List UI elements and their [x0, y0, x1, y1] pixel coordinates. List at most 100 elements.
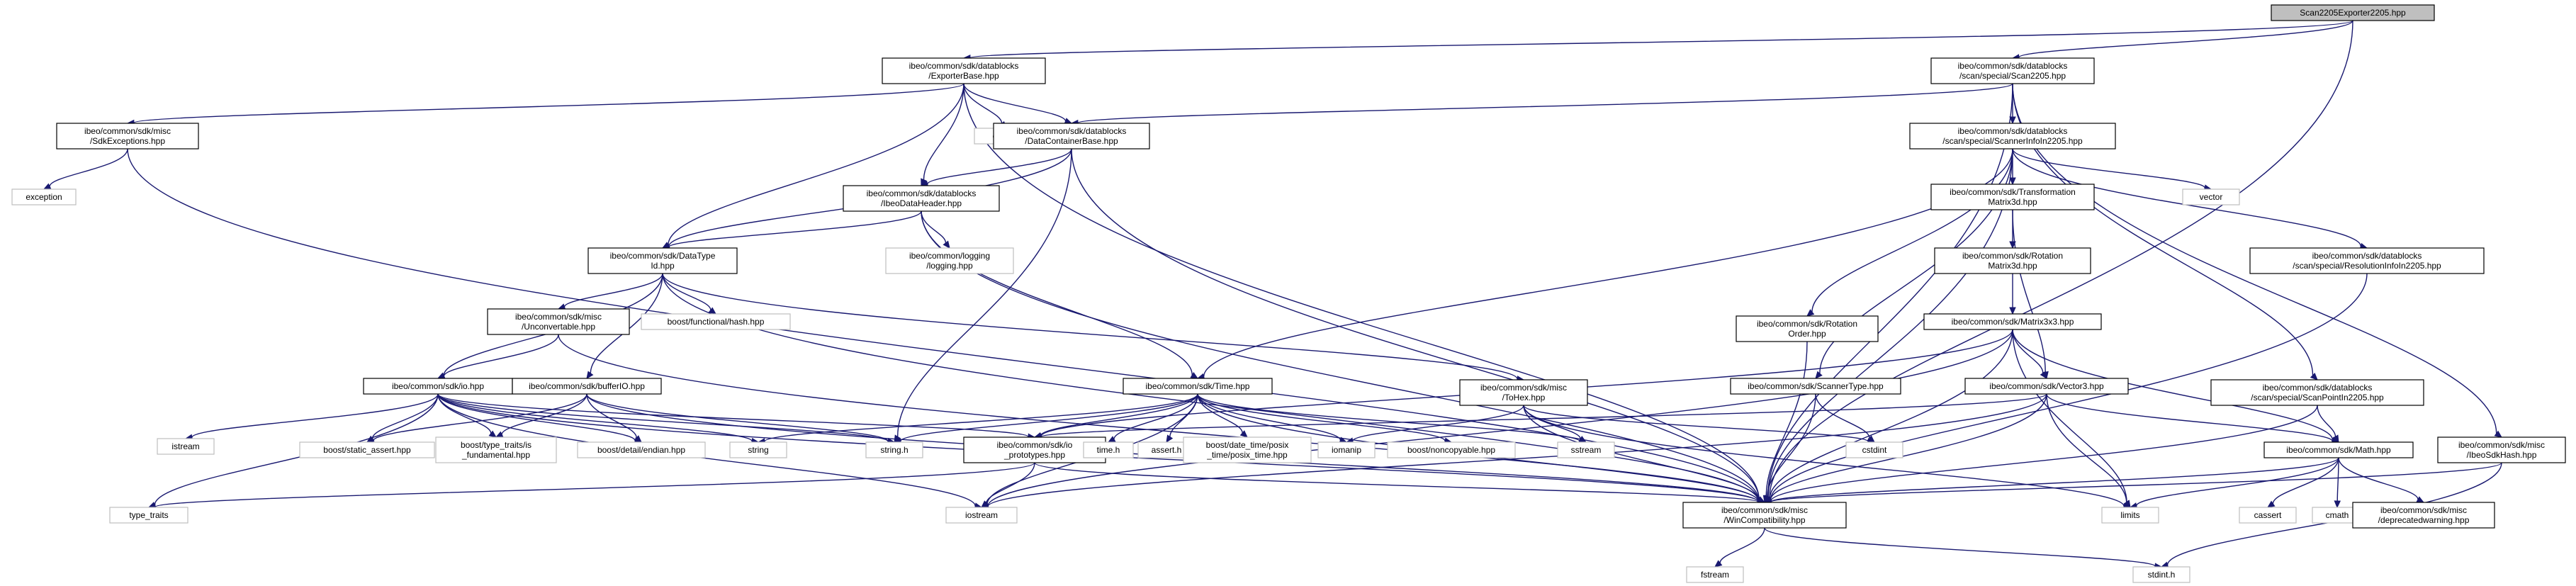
node-label: /deprecatedwarning.hpp: [2378, 515, 2470, 525]
node-fstream[interactable]: fstream: [1686, 566, 1744, 583]
node-label: ibeo/common/sdk/Transformation: [1950, 187, 2076, 197]
node-time[interactable]: ibeo/common/sdk/Time.hpp: [1123, 378, 1273, 395]
edge-sdkhash-to-wincompat: [1763, 462, 2502, 506]
node-string[interactable]: string: [729, 441, 787, 458]
dependency-edges: [43, 20, 2502, 570]
node-stdinth[interactable]: stdint.h: [2132, 566, 2190, 583]
node-exception[interactable]: exception: [11, 188, 77, 205]
node-label: ibeo/common/sdk/datablocks: [867, 188, 977, 198]
node-label: ibeo/common/sdk/io: [997, 440, 1073, 450]
node-label: boost/functional/hash.hpp: [668, 317, 765, 327]
node-label: /scan/special/ResolutionInfoIn2205.hpp: [2293, 261, 2441, 271]
node-label: cassert: [2254, 510, 2282, 520]
node-ibeohdr[interactable]: ibeo/common/sdk/datablocks/IbeoDataHeade…: [843, 185, 1000, 212]
node-scanpoint[interactable]: ibeo/common/sdk/datablocks/scan/special/…: [2210, 379, 2424, 406]
node-cassert[interactable]: cassert: [2239, 507, 2297, 524]
node-label: string.h: [880, 445, 908, 455]
node-logging[interactable]: ibeo/common/logging/logging.hpp: [885, 247, 1014, 274]
node-bufferio[interactable]: ibeo/common/sdk/bufferIO.hpp: [512, 378, 662, 395]
header-nodes: Scan2205Exporter2205.hpp ibeo/common/sdk/…: [11, 4, 2566, 583]
edge-math-to-cmath: [2334, 457, 2341, 509]
node-label: stdint.h: [2148, 570, 2176, 580]
node-label: type_traits: [129, 510, 168, 520]
node-label: /IbeoDataHeader.hpp: [881, 198, 962, 208]
node-limits[interactable]: limits: [2101, 507, 2159, 524]
node-label: _fundamental.hpp: [461, 450, 530, 460]
node-ioproto[interactable]: ibeo/common/sdk/io_prototypes.hpp: [963, 436, 1106, 463]
node-bfhash[interactable]: boost/functional/hash.hpp: [641, 313, 791, 330]
node-label: _prototypes.hpp: [1003, 450, 1065, 460]
node-scan2205[interactable]: ibeo/common/sdk/datablocks/scan/special/…: [1930, 57, 2095, 84]
node-cstdint[interactable]: cstdint: [1845, 441, 1903, 458]
node-bde[interactable]: boost/detail/endian.hpp: [577, 441, 706, 458]
edge-ioproto-to-iostream: [981, 462, 1035, 508]
node-root[interactable]: Scan2205Exporter2205.hpp: [2271, 4, 2435, 21]
node-typetraits[interactable]: type_traits: [109, 507, 189, 524]
node-tohex[interactable]: ibeo/common/sdk/misc/ToHex.hpp: [1459, 379, 1588, 406]
node-label: ibeo/common/sdk/datablocks: [2263, 383, 2373, 393]
node-label: Scan2205Exporter2205.hpp: [2300, 8, 2406, 18]
node-sstream[interactable]: sstream: [1557, 441, 1615, 458]
node-label: ibeo/common/sdk/bufferIO.hpp: [529, 381, 645, 391]
node-label: ibeo/common/sdk/misc: [2458, 440, 2545, 450]
node-label: ibeo/common/sdk/io.hpp: [392, 381, 484, 391]
node-bsa[interactable]: boost/static_assert.hpp: [299, 441, 435, 458]
node-exporter[interactable]: ibeo/common/sdk/datablocks/ExporterBase.…: [882, 57, 1046, 84]
node-sdkhash[interactable]: ibeo/common/sdk/misc/IbeoSdkHash.hpp: [2437, 436, 2566, 463]
node-scantype[interactable]: ibeo/common/sdk/ScannerType.hpp: [1730, 378, 1901, 395]
node-sdkexc[interactable]: ibeo/common/sdk/misc/SdkExceptions.hpp: [56, 123, 199, 150]
node-label: cstdint: [1862, 445, 1887, 455]
edge-time-to-bdt: [1197, 393, 1248, 438]
node-datacont[interactable]: ibeo/common/sdk/datablocks/DataContainer…: [993, 123, 1150, 150]
node-vector[interactable]: vector: [2182, 188, 2240, 205]
edge-io-to-ioproto: [437, 393, 1036, 441]
node-scannerinfo[interactable]: ibeo/common/sdk/datablocks/scan/special/…: [1909, 123, 2116, 150]
edge-math-to-cassert: [2266, 457, 2339, 508]
node-label: /scan/special/Scan2205.hpp: [1959, 71, 2066, 81]
node-label: ibeo/common/sdk/Rotation: [1757, 319, 1857, 329]
node-label: ibeo/common/sdk/datablocks: [2312, 251, 2422, 261]
node-stringh[interactable]: string.h: [865, 441, 923, 458]
node-label: time.h: [1097, 445, 1120, 455]
edge-ibeohdr-to-datatypeid: [661, 210, 922, 251]
edge-scan2205-to-datacont: [1070, 83, 2013, 127]
node-deprec[interactable]: ibeo/common/sdk/misc/deprecatedwarning.h…: [2352, 502, 2495, 529]
node-label: ibeo/common/sdk/Vector3.hpp: [1989, 381, 2104, 391]
node-transf[interactable]: ibeo/common/sdk/TransformationMatrix3d.h…: [1930, 184, 2095, 210]
edge-datatypeid-to-tohex: [662, 273, 1525, 383]
node-label: ibeo/common/sdk/Matrix3x3.hpp: [1952, 317, 2074, 327]
node-math[interactable]: ibeo/common/sdk/Math.hpp: [2263, 441, 2414, 458]
node-wincompat[interactable]: ibeo/common/sdk/misc/WinCompatibility.hp…: [1682, 502, 1847, 529]
node-label: /DataContainerBase.hpp: [1025, 136, 1118, 146]
node-iostream[interactable]: iostream: [945, 507, 1018, 524]
edge-matrix3x3-to-vector3: [2012, 329, 2047, 380]
edge-exporter-to-ibeohdr: [921, 83, 964, 187]
node-label: Order.hpp: [1788, 329, 1826, 339]
node-label: ibeo/common/sdk/DataType: [610, 251, 716, 261]
node-vector3[interactable]: ibeo/common/sdk/Vector3.hpp: [1964, 378, 2129, 395]
edge-scantype-to-wincompat: [1764, 393, 1816, 504]
node-io[interactable]: ibeo/common/sdk/io.hpp: [363, 378, 513, 395]
node-matrix3x3[interactable]: ibeo/common/sdk/Matrix3x3.hpp: [1923, 313, 2102, 330]
node-bnc[interactable]: boost/noncopyable.hpp: [1387, 441, 1516, 458]
node-label: assert.h: [1152, 445, 1182, 455]
node-btt[interactable]: boost/type_traits/is_fundamental.hpp: [435, 436, 557, 463]
edge-wincompat-to-stdinth: [1764, 527, 2163, 570]
node-bdt[interactable]: boost/date_time/posix_time/posix_time.hp…: [1183, 436, 1312, 463]
node-timeh[interactable]: time.h: [1083, 441, 1134, 458]
edge-exporter-to-sdkexc: [126, 83, 964, 127]
node-istream[interactable]: istream: [157, 438, 215, 455]
node-resinfo[interactable]: ibeo/common/sdk/datablocks/scan/special/…: [2249, 247, 2485, 274]
node-iomanip[interactable]: iomanip: [1317, 441, 1376, 458]
node-label: /WinCompatibility.hpp: [1723, 515, 1805, 525]
node-asserth[interactable]: assert.h: [1137, 441, 1196, 458]
edge-bufferio-to-bde: [586, 393, 642, 443]
edge-exporter-to-cstddef: [963, 83, 1007, 129]
edge-root-to-exporter: [962, 20, 2353, 62]
node-unconv[interactable]: ibeo/common/sdk/misc/Unconvertable.hpp: [487, 308, 630, 335]
node-cmath[interactable]: cmath: [2312, 507, 2363, 524]
